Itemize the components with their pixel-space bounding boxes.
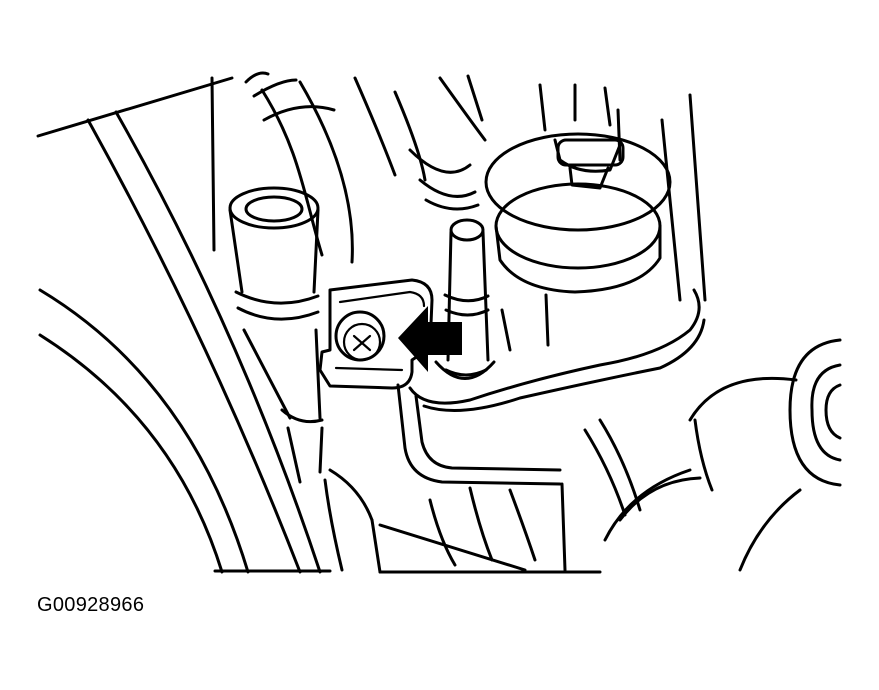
mounting-bracket <box>318 278 434 390</box>
bottom-edge <box>213 569 602 574</box>
left-body-panel <box>36 76 322 574</box>
pulley-component <box>603 338 842 572</box>
lower-manifold <box>323 288 706 574</box>
reservoir-cap <box>484 83 707 352</box>
figure-id-label: G00928966 <box>37 594 145 616</box>
upper-hoses <box>244 71 487 264</box>
vertical-pipe <box>228 186 324 484</box>
arrow-left-icon <box>398 306 462 372</box>
